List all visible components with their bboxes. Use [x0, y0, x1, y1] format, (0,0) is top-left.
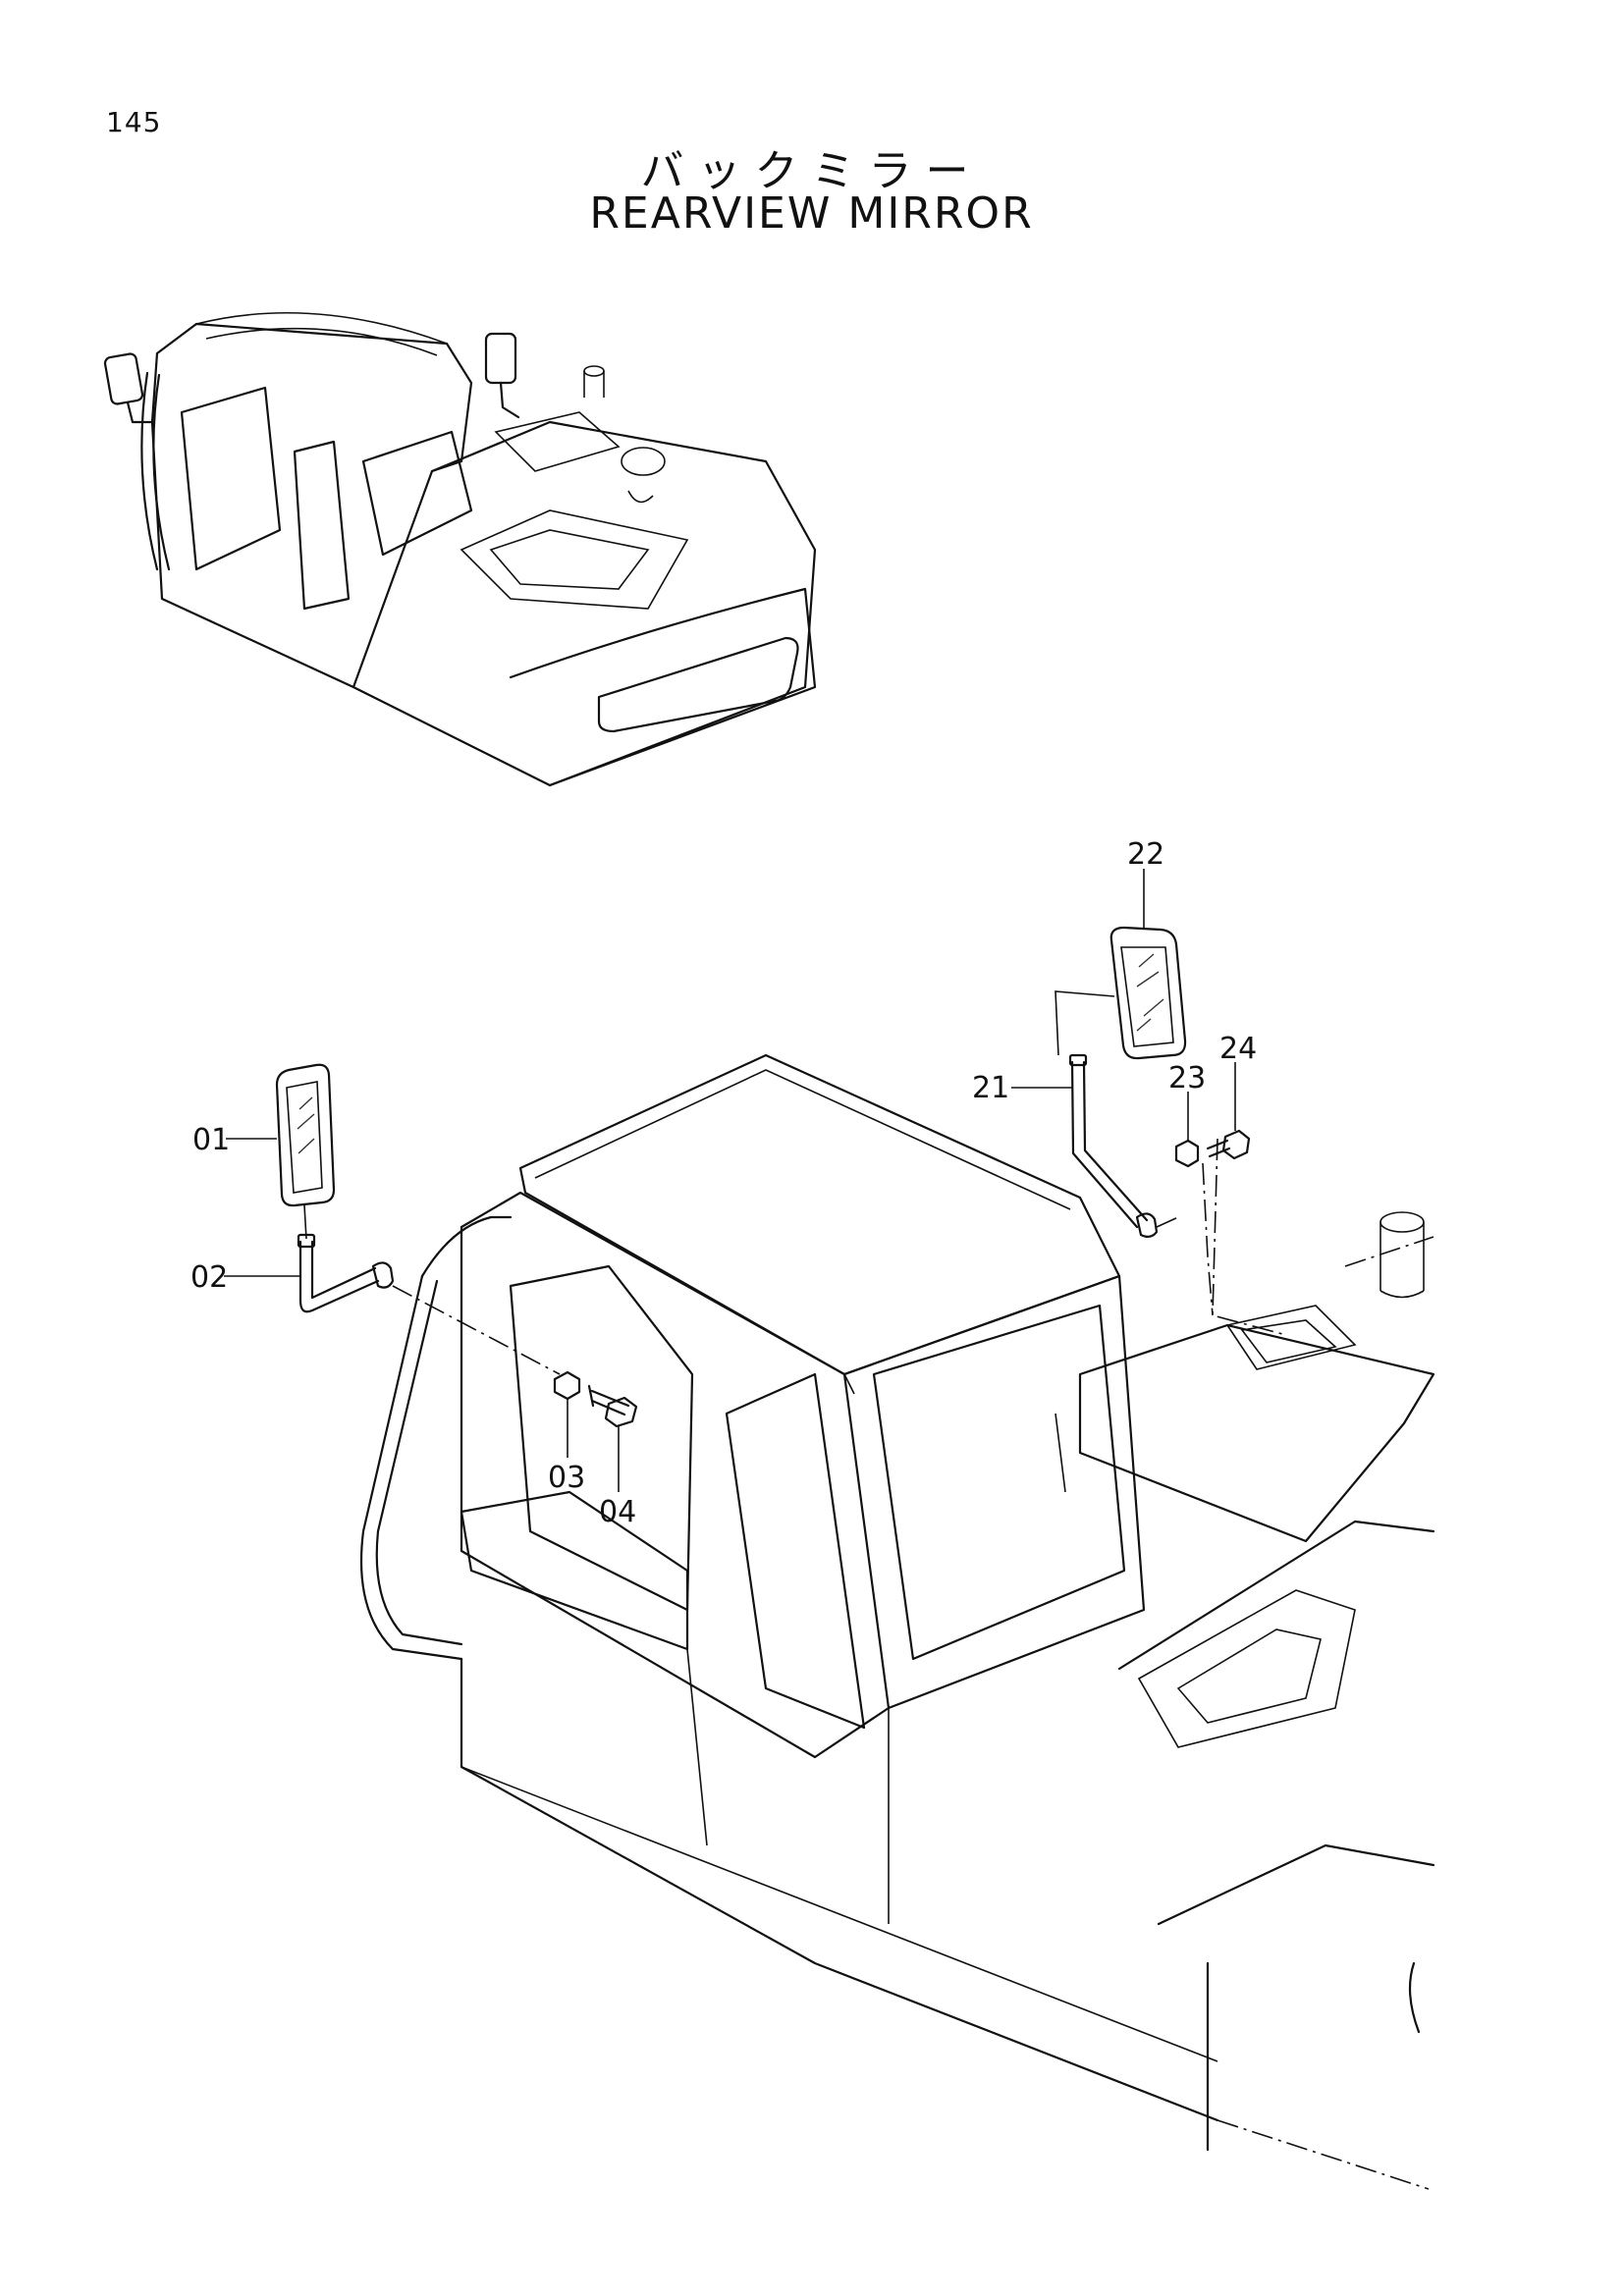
overview-machine-illustration [103, 311, 817, 787]
part-label-01: 01 [192, 1123, 230, 1157]
title-japanese: バックミラー [640, 146, 983, 196]
part-21-mirror-stay[interactable] [1068, 1053, 1159, 1239]
part-label-24: 24 [1219, 1032, 1257, 1066]
part-label-22: 22 [1127, 837, 1164, 872]
part-23-nut[interactable] [1174, 1092, 1200, 1168]
part-label-21: 21 [972, 1071, 1009, 1105]
main-machine-illustration [359, 1053, 1435, 2190]
part-02-mirror-stay[interactable] [297, 1233, 395, 1313]
title-english: REARVIEW MIRROR [589, 188, 1034, 239]
part-label-03: 03 [548, 1461, 585, 1495]
part-03-nut[interactable] [553, 1370, 581, 1458]
part-label-04: 04 [599, 1495, 636, 1529]
part-22-mirror-glass[interactable] [1109, 869, 1187, 1060]
page-number: 145 [106, 106, 162, 138]
part-04-bolt[interactable] [587, 1384, 638, 1492]
part-24-bolt[interactable] [1206, 1062, 1251, 1160]
part-label-02: 02 [190, 1260, 228, 1295]
part-label-23: 23 [1168, 1061, 1206, 1095]
part-01-mirror-glass[interactable] [275, 1063, 336, 1240]
